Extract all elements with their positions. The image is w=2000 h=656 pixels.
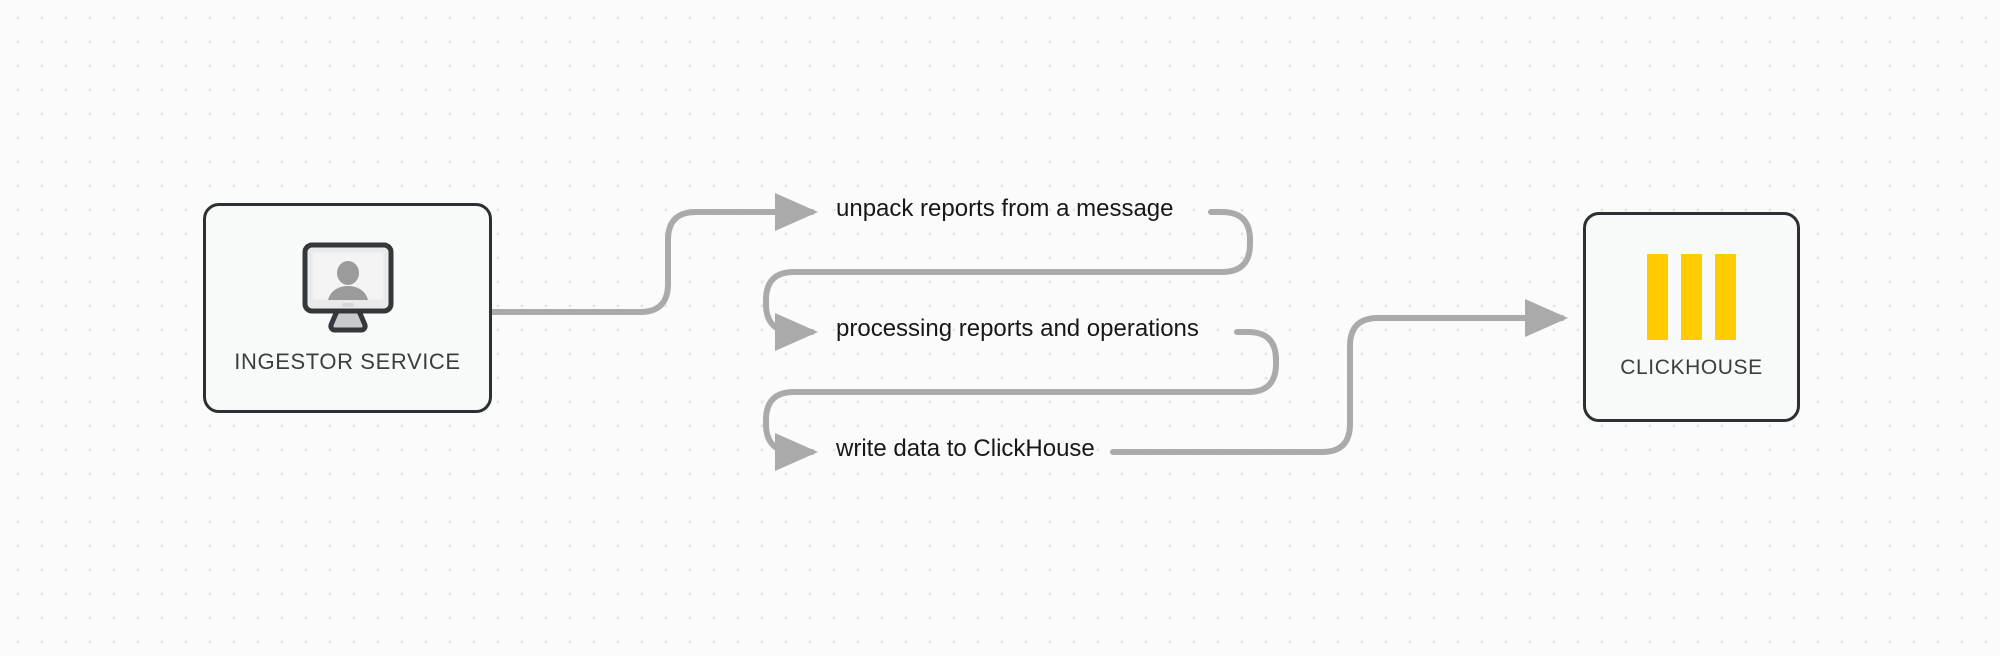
clickhouse-bar [1715, 254, 1736, 340]
clickhouse-bar [1681, 254, 1702, 340]
node-clickhouse[interactable]: CLICKHOUSE [1583, 212, 1800, 422]
node-clickhouse-label: CLICKHOUSE [1620, 356, 1763, 379]
clickhouse-bar [1647, 254, 1668, 340]
edge-ingestor-to-unpack [489, 192, 819, 315]
edge-label-unpack-reports: unpack reports from a message [836, 195, 1174, 222]
edge-processing-to-write [763, 329, 1279, 472]
clickhouse-logo-icon [1647, 254, 1736, 340]
edge-label-processing-reports: processing reports and operations [836, 315, 1199, 342]
edge-unpack-to-processing [763, 209, 1253, 352]
node-ingestor-service-label: INGESTOR SERVICE [234, 349, 461, 374]
edge-label-write-data: write data to ClickHouse [836, 435, 1095, 462]
node-ingestor-service[interactable]: INGESTOR SERVICE [203, 203, 492, 413]
monitor-user-icon [293, 241, 403, 335]
